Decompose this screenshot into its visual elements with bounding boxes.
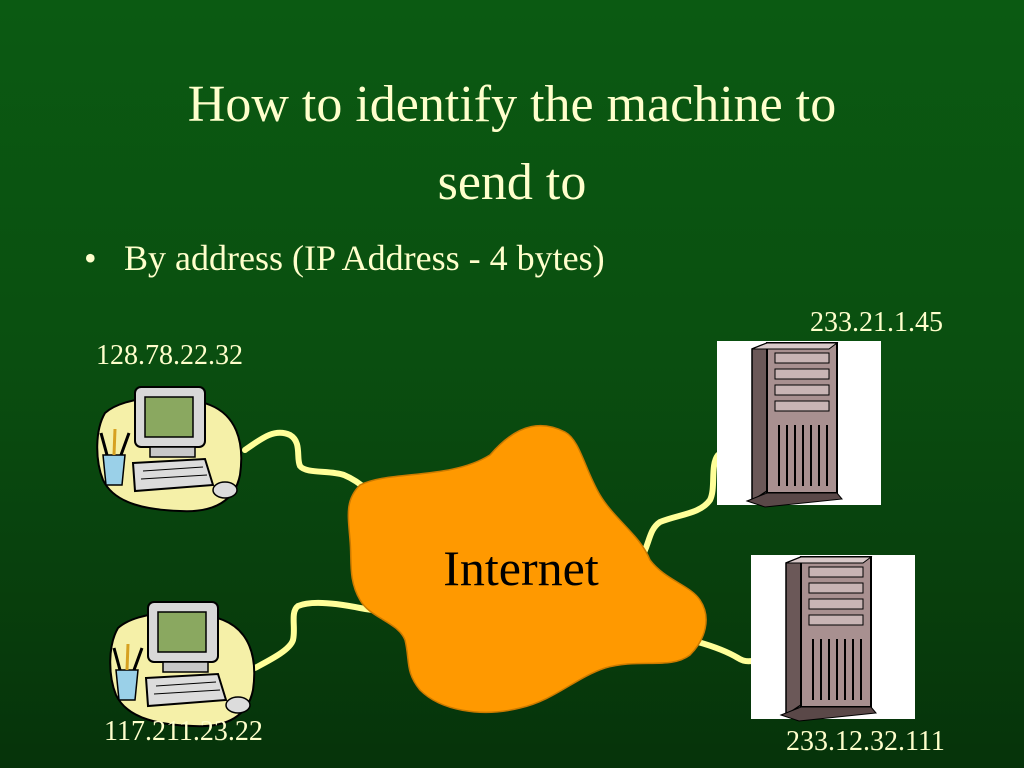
mouse <box>225 696 251 714</box>
ip-label-client-bottom: 117.211.23.22 <box>104 716 263 747</box>
server-tower-icon <box>717 341 881 508</box>
monitor-screen <box>144 396 194 438</box>
desktop-computer-icon <box>96 386 243 513</box>
server-side <box>785 555 802 717</box>
keyboard <box>144 672 228 708</box>
server-top <box>751 342 839 350</box>
server-top <box>785 556 873 564</box>
keyboard <box>131 457 215 493</box>
bullet-item: • By address (IP Address - 4 bytes) <box>84 234 605 282</box>
monitor-base <box>149 446 196 458</box>
slide-title-line2: send to <box>437 154 587 211</box>
link-client-top <box>242 429 373 495</box>
ip-label-server-top: 233.21.1.45 <box>810 307 943 338</box>
monitor-base <box>162 661 209 673</box>
ip-label-client-top: 128.78.22.32 <box>96 340 243 371</box>
slide-title: How to identify the machine to send to <box>40 66 984 222</box>
internet-cloud <box>347 424 707 714</box>
pencil-cup <box>102 454 126 486</box>
internet-label: Internet <box>443 540 599 596</box>
mouse <box>212 481 238 499</box>
slide-title-line1: How to identify the machine to <box>187 76 837 133</box>
server-tower-icon <box>751 555 915 722</box>
link-server-top <box>637 452 721 563</box>
desktop-computer-icon <box>109 601 256 728</box>
bullet-text: By address (IP Address - 4 bytes) <box>124 238 605 278</box>
bullet-dot-icon: • <box>84 238 97 278</box>
link-server-bottom <box>695 639 759 665</box>
server-side <box>751 341 768 503</box>
ip-label-server-bottom: 233.12.32.111 <box>786 726 945 757</box>
monitor-screen <box>157 611 207 653</box>
pencil-cup <box>115 669 139 701</box>
